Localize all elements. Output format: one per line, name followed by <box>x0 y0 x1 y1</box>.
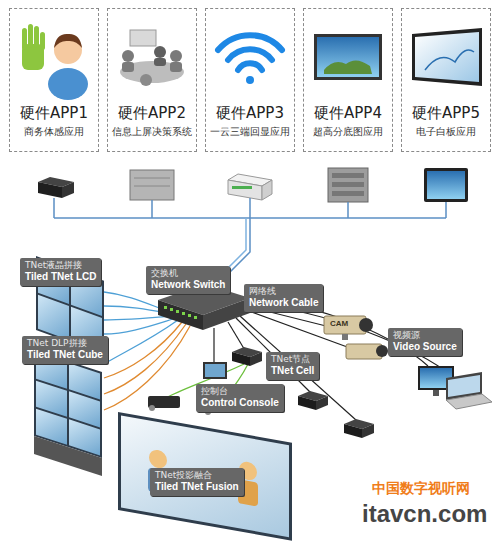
device-tag: 控制台Control Console <box>196 384 284 412</box>
app-title: 硬件APP5 <box>412 104 480 122</box>
tag-english: Control Console <box>201 397 279 409</box>
tag-english: Tiled TNet Fusion <box>155 481 239 493</box>
tag-chinese: 视频源 <box>393 330 457 341</box>
tag-english: Network Switch <box>151 279 225 291</box>
app-subtitle: 商务体感应用 <box>24 126 84 138</box>
app-title: 硬件APP2 <box>118 104 186 122</box>
whiteboard-icon <box>412 28 482 86</box>
dlp-cube-wall <box>34 350 102 476</box>
app-card: 硬件APP3 一云三端回显应用 <box>205 8 295 152</box>
cameras <box>324 316 388 359</box>
device-tag: 交换机Network Switch <box>146 266 230 294</box>
tag-chinese: 交换机 <box>151 268 225 279</box>
tag-chinese: TNet DLP拼接 <box>27 338 103 349</box>
app-title: 硬件APP4 <box>314 104 382 122</box>
tag-chinese: TNet液晶拼接 <box>25 260 96 271</box>
app-title: 硬件APP1 <box>20 104 88 122</box>
fusion-screen <box>118 412 292 541</box>
wifi-icon <box>218 35 282 84</box>
app-card: 硬件APP5 电子白板应用 <box>401 8 491 152</box>
tag-english: Tiled TNet Cube <box>27 349 103 361</box>
device-tag: TNet投影融合Tiled TNet Fusion <box>150 468 244 496</box>
device-tag: 网络线Network Cable <box>244 284 323 312</box>
app-subtitle: 超高分底图应用 <box>313 126 383 138</box>
meeting-icon <box>120 30 184 86</box>
tag-english: Network Cable <box>249 297 318 309</box>
watermark-url: itavcn.com <box>362 500 487 528</box>
tag-chinese: 网络线 <box>249 286 318 297</box>
orange-cables <box>104 322 190 410</box>
tag-english: TNet Cell <box>271 365 314 377</box>
hardware-devices <box>38 168 468 202</box>
tag-english: Tiled TNet LCD <box>25 271 96 283</box>
app-title: 硬件APP3 <box>216 104 284 122</box>
device-bus-line <box>54 198 446 292</box>
camera-label: CAM <box>330 319 348 328</box>
watermark-cn: 中国数字视听网 <box>372 480 470 498</box>
video-sources <box>418 366 492 409</box>
device-tag: TNet液晶拼接Tiled TNet LCD <box>20 258 101 286</box>
device-tag: TNet DLP拼接Tiled TNet Cube <box>22 336 108 364</box>
app-card: 硬件APP1 商务体感应用 <box>9 8 99 152</box>
tag-chinese: TNet投影融合 <box>155 470 239 481</box>
tag-english: Video Source <box>393 341 457 353</box>
map-screen-icon <box>314 34 382 80</box>
app-card: 硬件APP4 超高分底图应用 <box>303 8 393 152</box>
device-tag: TNet节点TNet Cell <box>266 352 319 380</box>
app-subtitle: 信息上屏决策系统 <box>112 126 192 138</box>
tag-chinese: 控制台 <box>201 386 279 397</box>
device-tag: 视频源Video Source <box>388 328 462 356</box>
app-subtitle: 一云三端回显应用 <box>210 126 290 138</box>
gesture-icon <box>22 24 88 100</box>
app-card: 硬件APP2 信息上屏决策系统 <box>107 8 197 152</box>
tag-chinese: TNet节点 <box>271 354 314 365</box>
app-subtitle: 电子白板应用 <box>416 126 476 138</box>
control-console <box>203 362 227 379</box>
